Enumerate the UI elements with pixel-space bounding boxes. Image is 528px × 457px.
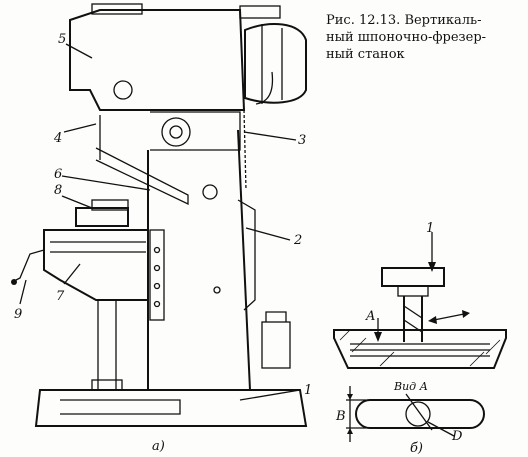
part-label-5: 5 — [58, 32, 66, 47]
feed-lever — [95, 147, 189, 206]
caption-line-3: ный станок — [326, 47, 405, 62]
part-label-9: 9 — [14, 307, 22, 322]
end-mill — [403, 296, 423, 342]
arrow-label-1: 1 — [426, 221, 434, 236]
view-label-A: Вид А — [393, 380, 428, 393]
part-label-6: 6 — [54, 167, 62, 182]
figure-caption: Рис. 12.13. Вертикаль- ный шпоночно-фрез… — [326, 12, 522, 63]
machine-base — [34, 389, 308, 427]
subfigure-label-a: а) — [152, 439, 165, 454]
part-label-7: 7 — [56, 289, 65, 304]
arrow-label-A: A — [365, 309, 375, 324]
keyway-slot — [355, 399, 485, 429]
part-label-4: 4 — [53, 131, 62, 146]
workpiece — [333, 329, 507, 369]
caption-line-1: Рис. 12.13. Вертикаль- — [326, 13, 482, 28]
head-housing — [69, 9, 246, 111]
handwheel — [161, 117, 191, 147]
part-label-8: 8 — [54, 183, 62, 198]
subfigure-label-b: б) — [410, 441, 423, 456]
part-label-3: 3 — [298, 133, 306, 148]
dim-label-D: D — [451, 429, 463, 444]
knee — [43, 229, 149, 301]
caption-line-2: ный шпоночно-фрезер- — [326, 30, 487, 45]
part-label-2: 2 — [293, 233, 302, 248]
part-label-1: 1 — [304, 383, 312, 398]
spindle-holder — [381, 267, 445, 287]
work-table — [75, 207, 129, 227]
dim-label-B: B — [335, 409, 346, 424]
coolant-pump — [261, 321, 291, 369]
